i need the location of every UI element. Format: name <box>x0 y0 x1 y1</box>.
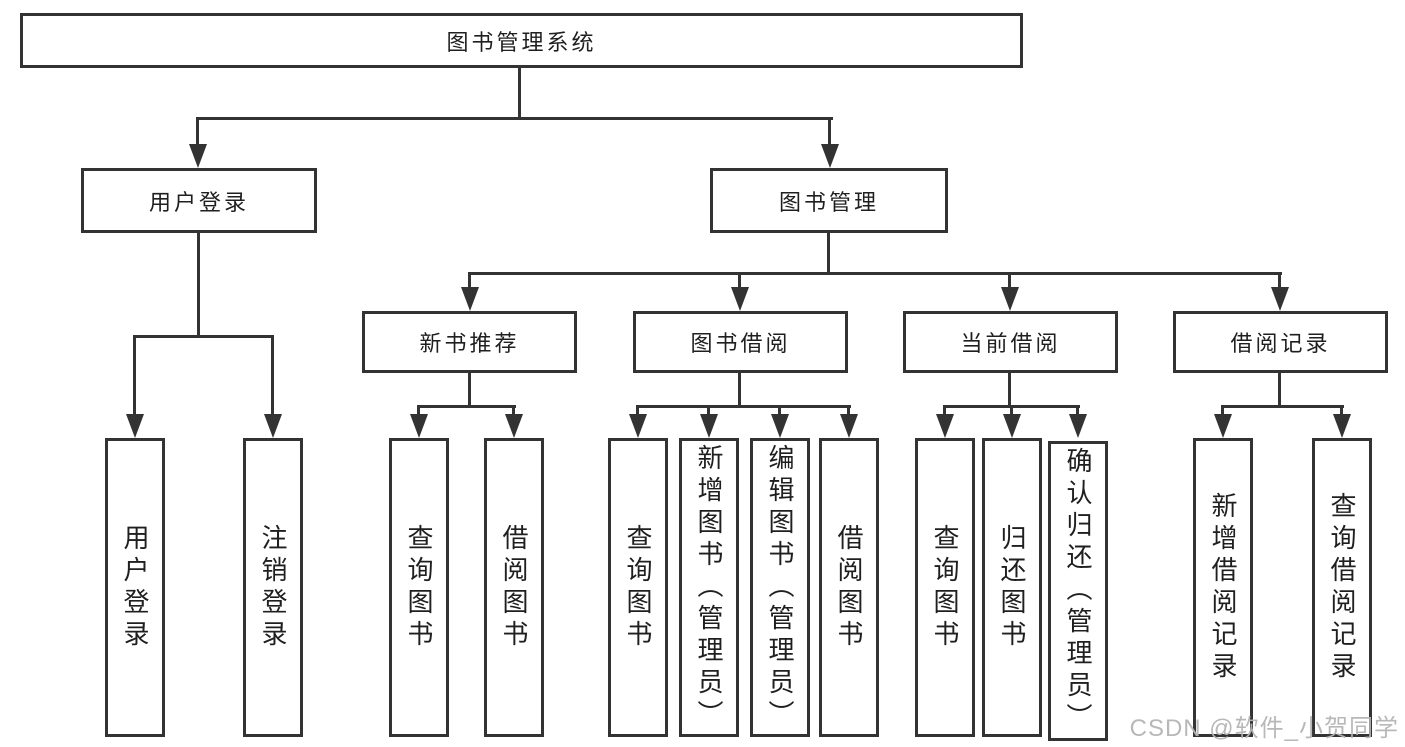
arrow-down-icon <box>1001 287 1019 311</box>
arrow-down-icon <box>264 414 282 438</box>
connector-stub-current-borrow <box>1008 272 1011 289</box>
leaf-return-books: 归还图书 <box>982 438 1042 737</box>
leaf-current-query-books: 查询图书 <box>915 438 975 737</box>
leaf-logout: 注销登录 <box>243 438 303 737</box>
node-user-login: 用户登录 <box>81 168 317 233</box>
connector-level3-hline <box>468 272 1282 275</box>
arrow-down-icon <box>189 144 207 168</box>
node-borrow-record-label: 借阅记录 <box>1230 331 1331 356</box>
arrow-down-icon <box>505 414 523 438</box>
leaf-newbook-borrow-books-label: 借阅图书 <box>499 523 529 652</box>
connector-stub-br-query <box>1340 405 1343 416</box>
leaf-confirm-return-admin: 确认归还（管理员） <box>1048 441 1108 741</box>
connector-stub-new-book <box>468 272 471 289</box>
node-book-borrow-label: 图书借阅 <box>690 331 791 356</box>
arrow-down-icon <box>1271 287 1289 311</box>
connector-user-login-hline <box>133 335 274 338</box>
arrow-down-icon <box>1333 414 1351 438</box>
arrow-down-icon <box>840 414 858 438</box>
connector-stub-br-add <box>1221 405 1224 416</box>
arrow-down-icon <box>771 414 789 438</box>
connector-user-login-trunk <box>197 233 200 335</box>
leaf-newbook-borrow-books: 借阅图书 <box>484 438 544 737</box>
node-book-management-label: 图书管理 <box>778 189 879 215</box>
arrow-down-icon <box>1069 414 1087 438</box>
connector-new-book-trunk <box>468 373 471 405</box>
connector-stub-cb-confirm <box>1076 405 1079 416</box>
leaf-confirm-return-admin-label: 确认归还（管理员） <box>1063 447 1093 735</box>
leaf-newbook-query-books: 查询图书 <box>389 438 449 737</box>
connector-book-mgmt-trunk <box>827 233 830 272</box>
connector-stub-logout <box>271 335 274 416</box>
connector-stub-book-mgmt <box>828 117 831 147</box>
node-book-borrow: 图书借阅 <box>633 311 848 373</box>
connector-book-borrow-hline <box>636 405 851 408</box>
csdn-watermark: CSDN @软件_小贺同学 <box>1129 715 1399 742</box>
leaf-edit-books-admin-label: 编辑图书（管理员） <box>765 443 795 732</box>
connector-stub-borrow-record <box>1278 272 1281 289</box>
arrow-down-icon <box>1003 414 1021 438</box>
connector-book-borrow-trunk <box>738 373 741 405</box>
connector-borrow-record-hline <box>1221 405 1344 408</box>
leaf-add-borrow-record: 新增借阅记录 <box>1193 438 1253 737</box>
arrow-down-icon <box>461 287 479 311</box>
connector-stub-bb-borrow <box>847 405 850 416</box>
node-borrow-record: 借阅记录 <box>1173 311 1388 373</box>
leaf-borrow-borrow-books-label: 借阅图书 <box>834 523 864 652</box>
connector-current-borrow-trunk <box>1008 373 1011 405</box>
leaf-edit-books-admin: 编辑图书（管理员） <box>750 438 810 737</box>
arrow-down-icon <box>821 144 839 168</box>
leaf-user-login-label: 用户登录 <box>120 523 150 652</box>
arrow-down-icon <box>936 414 954 438</box>
connector-stub-nb-query <box>417 405 420 416</box>
leaf-add-books-admin: 新增图书（管理员） <box>679 438 739 737</box>
leaf-add-borrow-record-label: 新增借阅记录 <box>1208 491 1238 684</box>
leaf-add-books-admin-label: 新增图书（管理员） <box>694 443 724 732</box>
node-current-borrow: 当前借阅 <box>903 311 1118 373</box>
leaf-borrow-borrow-books: 借阅图书 <box>819 438 879 737</box>
arrow-down-icon <box>1214 414 1232 438</box>
leaf-borrow-query-books-label: 查询图书 <box>623 523 653 652</box>
connector-stub-bb-query <box>636 405 639 416</box>
leaf-return-books-label: 归还图书 <box>997 523 1027 652</box>
connector-stub-cb-query <box>943 405 946 416</box>
node-user-login-label: 用户登录 <box>148 189 249 215</box>
connector-new-book-hline <box>417 405 516 408</box>
leaf-current-query-books-label: 查询图书 <box>930 523 960 652</box>
connector-stub-bb-edit <box>778 405 781 416</box>
node-new-book-recommend: 新书推荐 <box>362 311 577 373</box>
node-root-label: 图书管理系统 <box>446 29 597 55</box>
connector-level1-hline <box>196 117 833 120</box>
arrow-down-icon <box>126 414 144 438</box>
connector-stub-cb-return <box>1010 405 1013 416</box>
leaf-logout-label: 注销登录 <box>258 523 288 652</box>
leaf-query-borrow-record: 查询借阅记录 <box>1312 438 1372 737</box>
arrow-down-icon <box>700 414 718 438</box>
connector-stub-login <box>133 335 136 416</box>
connector-stub-nb-borrow <box>512 405 515 416</box>
connector-root-trunk <box>518 68 521 117</box>
connector-stub-user-login <box>196 117 199 147</box>
leaf-newbook-query-books-label: 查询图书 <box>404 523 434 652</box>
arrow-down-icon <box>731 287 749 311</box>
leaf-borrow-query-books: 查询图书 <box>608 438 668 737</box>
connector-stub-bb-add <box>707 405 710 416</box>
arrow-down-icon <box>410 414 428 438</box>
node-current-borrow-label: 当前借阅 <box>960 331 1061 356</box>
node-root-library-system: 图书管理系统 <box>20 13 1023 68</box>
connector-stub-book-borrow <box>738 272 741 289</box>
leaf-user-login: 用户登录 <box>105 438 165 737</box>
node-new-book-recommend-label: 新书推荐 <box>419 331 520 356</box>
arrow-down-icon <box>629 414 647 438</box>
leaf-query-borrow-record-label: 查询借阅记录 <box>1327 491 1357 684</box>
node-book-management: 图书管理 <box>710 168 948 233</box>
connector-borrow-record-trunk <box>1278 373 1281 405</box>
